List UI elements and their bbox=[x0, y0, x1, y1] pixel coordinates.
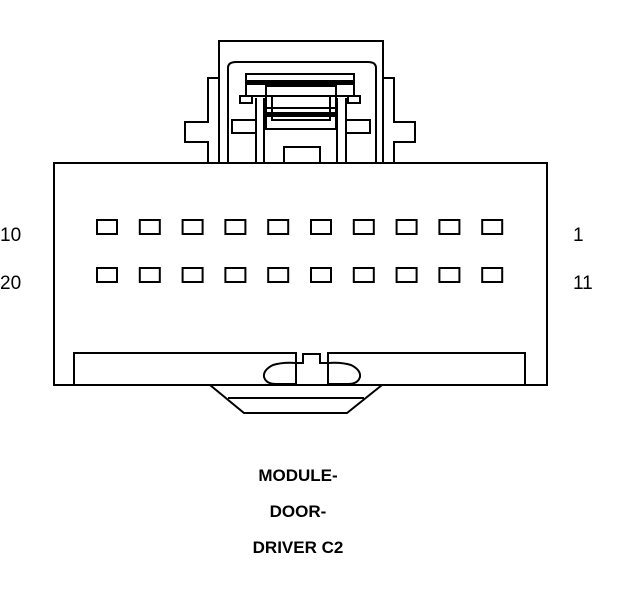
caption-line-3: DRIVER C2 bbox=[253, 538, 344, 557]
pin-cavity-6 bbox=[267, 219, 290, 235]
pin-cavity-16 bbox=[267, 267, 290, 283]
connector-drawing bbox=[53, 40, 548, 414]
caption-line-1: MODULE- bbox=[258, 466, 337, 485]
latch-center-block bbox=[283, 146, 321, 164]
pin-cavity-2 bbox=[438, 219, 461, 235]
latch-bar-right bbox=[345, 119, 371, 134]
pin-cavity-14 bbox=[352, 267, 375, 283]
bottom-slot bbox=[73, 352, 526, 385]
pin-cavity-17 bbox=[224, 267, 247, 283]
pin-cavity-5 bbox=[310, 219, 332, 235]
pin-cavity-3 bbox=[395, 219, 418, 235]
pin-label-bottom-left: 20 bbox=[0, 273, 21, 294]
pin-cavity-15 bbox=[310, 267, 332, 283]
latch-tab-left bbox=[184, 77, 220, 163]
latch-bar-left bbox=[231, 119, 257, 134]
pin-cavity-8 bbox=[181, 219, 204, 235]
latch-accent-window bbox=[266, 112, 336, 117]
pin-label-top-right: 1 bbox=[573, 225, 584, 246]
pin-cavity-9 bbox=[138, 219, 161, 235]
pin-label-bottom-right: 11 bbox=[573, 273, 593, 294]
slot-curve-right bbox=[327, 361, 362, 385]
connector-accents bbox=[246, 80, 354, 117]
pin-cavities bbox=[96, 219, 504, 283]
pin-cavity-19 bbox=[138, 267, 161, 283]
latch-foot-left bbox=[239, 95, 253, 104]
connector-housing bbox=[53, 162, 548, 386]
bottom-key bbox=[207, 384, 385, 414]
pin-cavity-13 bbox=[395, 267, 418, 283]
pin-cavity-4 bbox=[352, 219, 375, 235]
caption-line-2: DOOR- bbox=[270, 502, 327, 521]
pin-cavity-7 bbox=[224, 219, 247, 235]
latch-accent-top bbox=[246, 80, 354, 85]
slot-curve-left bbox=[262, 361, 297, 385]
pin-cavity-1 bbox=[481, 219, 504, 235]
pin-label-top-left: 10 bbox=[0, 225, 21, 246]
pin-cavity-20 bbox=[96, 267, 118, 283]
latch-foot-right bbox=[347, 95, 361, 104]
pin-cavity-12 bbox=[438, 267, 461, 283]
pin-cavity-10 bbox=[96, 219, 118, 235]
pin-cavity-18 bbox=[181, 267, 204, 283]
pin-cavity-11 bbox=[481, 267, 504, 283]
latch-lever bbox=[227, 61, 377, 163]
latch-tab-right bbox=[382, 77, 416, 163]
